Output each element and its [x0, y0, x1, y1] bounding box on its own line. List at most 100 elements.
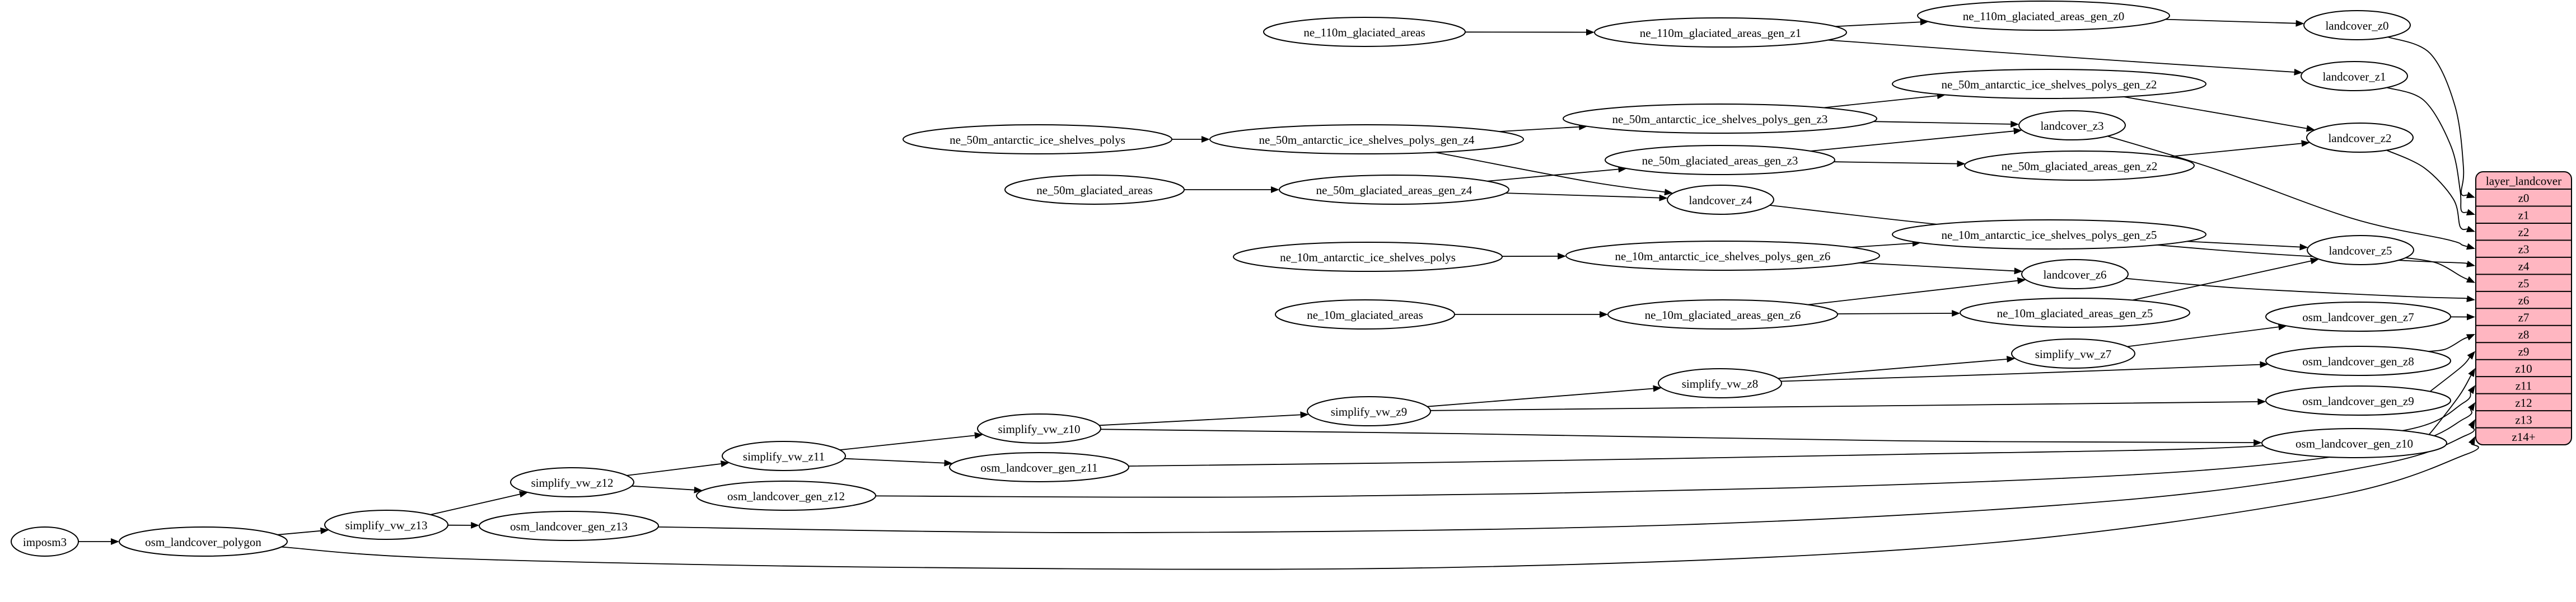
edge-simplify_vw_z10-to-osm_landcover_gen_z10-arrowhead [2254, 439, 2262, 446]
table-row-z14plus: z14+ [2512, 430, 2535, 444]
edge-osm_landcover_gen_z12-to-row-z12 [875, 408, 2472, 498]
edge-simplify_vw_z13-to-osm_landcover_gen_z13-arrowhead [471, 521, 480, 529]
edge-simplify_vw_z12-to-simplify_vw_z11-arrowhead [721, 460, 730, 467]
table-row-z12: z12 [2515, 396, 2532, 410]
table-row-z1: z1 [2518, 209, 2530, 222]
edge-ne_50m_antarctic_ice_shelves_polys_gen_z4-to-landcover_z4-arrowhead [1664, 189, 1673, 196]
edge-ne_50m_antarctic_ice_shelves_polys_gen_z2-to-landcover_z2 [2123, 96, 2307, 129]
edge-landcover_z6-to-row-z6-arrowhead [2466, 295, 2475, 302]
node-osm_landcover_gen_z9: osm_landcover_gen_z9 [2265, 385, 2451, 416]
edge-ne_10m_antarctic_ice_shelves_polys_gen_z5-to-landcover_z5 [2187, 241, 2300, 248]
node-label-simplify_vw_z10: simplify_vw_z10 [998, 422, 1081, 436]
node-ellipse-simplify_vw_z10 [977, 413, 1101, 444]
edge-osm_landcover_gen_z11-to-row-z11 [1128, 392, 2471, 467]
node-ellipse-ne_110m_glaciated_areas_gen_z1 [1594, 17, 1847, 48]
edge-simplify_vw_z10-to-osm_landcover_gen_z10 [1100, 429, 2254, 443]
edge-simplify_vw_z10-to-simplify_vw_z9 [1099, 414, 1301, 426]
node-landcover_z2: landcover_z2 [2306, 123, 2414, 153]
edge-ne_110m_glaciated_areas_gen_z1-to-landcover_z1-arrowhead [2294, 68, 2303, 76]
node-ellipse-ne_10m_glaciated_areas_gen_z6 [1607, 299, 1838, 330]
edge-osm_landcover_polygon-to-simplify_vw_z13 [277, 530, 321, 535]
node-ne_10m_glaciated_areas: ne_10m_glaciated_areas [1275, 299, 1455, 330]
edges-layer [78, 18, 2479, 570]
edge-ne_10m_antarctic_ice_shelves_polys_gen_z6-to-landcover_z6-arrowhead [2014, 267, 2023, 275]
node-label-osm_landcover_gen_z9: osm_landcover_gen_z9 [2302, 394, 2414, 408]
node-ellipse-osm_landcover_gen_z8 [2265, 346, 2451, 376]
edge-ne_110m_glaciated_areas_gen_z1-to-ne_110m_glaciated_areas_gen_z0-arrowhead [1920, 18, 1929, 26]
node-label-simplify_vw_z13: simplify_vw_z13 [345, 519, 428, 532]
edge-ne_10m_glaciated_areas_gen_z6-to-ne_10m_glaciated_areas_gen_z5-arrowhead [1952, 310, 1961, 317]
node-label-osm_landcover_gen_z7: osm_landcover_gen_z7 [2302, 311, 2414, 324]
node-osm_landcover_polygon: osm_landcover_polygon [119, 526, 288, 557]
node-ellipse-landcover_z2 [2306, 123, 2414, 153]
node-osm_landcover_gen_z11: osm_landcover_gen_z11 [949, 452, 1129, 482]
node-label-osm_landcover_gen_z8: osm_landcover_gen_z8 [2302, 355, 2414, 368]
node-landcover_z0: landcover_z0 [2303, 10, 2411, 40]
node-label-imposm3: imposm3 [23, 535, 67, 549]
edge-osm_landcover_polygon-to-simplify_vw_z13-arrowhead [320, 527, 329, 534]
node-simplify_vw_z10: simplify_vw_z10 [977, 413, 1101, 444]
node-ellipse-landcover_z0 [2303, 10, 2411, 40]
node-ellipse-ne_50m_antarctic_ice_shelves_polys_gen_z3 [1563, 104, 1877, 134]
node-simplify_vw_z9: simplify_vw_z9 [1307, 396, 1431, 426]
node-label-osm_landcover_gen_z10: osm_landcover_gen_z10 [2296, 437, 2413, 450]
edge-ne_10m_glaciated_areas_gen_z5-to-landcover_z5 [2132, 260, 2311, 301]
node-ellipse-ne_50m_glaciated_areas_gen_z3 [1605, 145, 1835, 175]
table-row-z2: z2 [2518, 225, 2530, 239]
node-osm_landcover_gen_z7: osm_landcover_gen_z7 [2265, 302, 2451, 332]
edge-osm_landcover_polygon-to-row-z14plus-arrowhead [2468, 436, 2475, 445]
node-ne_50m_antarctic_ice_shelves_polys_gen_z3: ne_50m_antarctic_ice_shelves_polys_gen_z… [1563, 104, 1877, 134]
node-label-landcover_z3: landcover_z3 [2040, 119, 2103, 133]
node-label-ne_10m_antarctic_ice_shelves_polys: ne_10m_antarctic_ice_shelves_polys [1280, 251, 1456, 264]
edge-simplify_vw_z9-to-osm_landcover_gen_z9 [1430, 401, 2258, 411]
node-ellipse-landcover_z1 [2301, 61, 2408, 91]
node-ellipse-ne_50m_antarctic_ice_shelves_polys_gen_z2 [1892, 69, 2206, 99]
edge-osm_landcover_polygon-to-row-z14plus [281, 443, 2479, 570]
node-simplify_vw_z11: simplify_vw_z11 [722, 441, 846, 471]
table-row-z7: z7 [2518, 311, 2530, 324]
edge-simplify_vw_z9-to-osm_landcover_gen_z9-arrowhead [2257, 398, 2266, 405]
node-label-ne_50m_antarctic_ice_shelves_polys_gen_z3: ne_50m_antarctic_ice_shelves_polys_gen_z… [1612, 112, 1828, 126]
node-label-ne_50m_glaciated_areas: ne_50m_glaciated_areas [1036, 184, 1153, 197]
edge-simplify_vw_z8-to-osm_landcover_gen_z8-arrowhead [2260, 361, 2269, 368]
edge-ne_50m_antarctic_ice_shelves_polys_gen_z4-to-ne_50m_antarctic_ice_shelves_polys_gen_z3 [1499, 126, 1579, 132]
node-ellipse-simplify_vw_z12 [510, 467, 634, 497]
node-simplify_vw_z7: simplify_vw_z7 [2011, 338, 2135, 369]
node-landcover_z4: landcover_z4 [1667, 185, 1774, 215]
edge-ne_50m_antarctic_ice_shelves_polys_gen_z3-to-landcover_z3-arrowhead [2011, 120, 2019, 128]
edge-osm_landcover_gen_z8-to-row-z8-arrowhead [2466, 334, 2475, 341]
edge-ne_50m_glaciated_areas_gen_z4-to-landcover_z4 [1506, 192, 1659, 199]
node-ellipse-osm_landcover_gen_z11 [949, 452, 1129, 482]
node-label-landcover_z2: landcover_z2 [2328, 131, 2391, 145]
node-landcover_z1: landcover_z1 [2301, 61, 2408, 91]
edge-simplify_vw_z11-to-osm_landcover_gen_z11 [844, 458, 945, 464]
edge-osm_landcover_gen_z13-to-row-z13-arrowhead [2468, 419, 2475, 429]
edge-landcover_z5-to-row-z5-arrowhead [2466, 276, 2475, 283]
node-ne_10m_antarctic_ice_shelves_polys_gen_z5: ne_10m_antarctic_ice_shelves_polys_gen_z… [1892, 219, 2206, 250]
node-osm_landcover_gen_z10: osm_landcover_gen_z10 [2261, 428, 2447, 458]
node-label-landcover_z6: landcover_z6 [2043, 268, 2106, 281]
node-ellipse-osm_landcover_gen_z7 [2265, 302, 2451, 332]
node-ellipse-landcover_z6 [2021, 259, 2129, 289]
edge-ne_10m_glaciated_areas-to-ne_10m_glaciated_areas_gen_z6-arrowhead [1600, 311, 1608, 318]
node-label-osm_landcover_gen_z11: osm_landcover_gen_z11 [980, 461, 1097, 474]
node-label-osm_landcover_polygon: osm_landcover_polygon [145, 535, 261, 549]
edge-simplify_vw_z10-to-simplify_vw_z9-arrowhead [1300, 411, 1309, 418]
edge-osm_landcover_gen_z7-to-row-z7-arrowhead [2467, 313, 2475, 321]
table-row-z13: z13 [2515, 413, 2532, 426]
edge-simplify_vw_z12-to-osm_landcover_gen_z12 [632, 485, 694, 491]
node-ellipse-ne_110m_glaciated_areas [1263, 17, 1466, 47]
node-ellipse-ne_110m_glaciated_areas_gen_z0 [1917, 1, 2170, 31]
node-ellipse-ne_10m_glaciated_areas [1275, 299, 1455, 330]
node-ellipse-ne_50m_glaciated_areas_gen_z2 [1964, 150, 2195, 181]
node-label-simplify_vw_z9: simplify_vw_z9 [1331, 405, 1408, 418]
node-label-osm_landcover_gen_z12: osm_landcover_gen_z12 [727, 490, 845, 503]
node-label-ne_50m_antarctic_ice_shelves_polys_gen_z4: ne_50m_antarctic_ice_shelves_polys_gen_z… [1259, 133, 1475, 147]
edge-simplify_vw_z7-to-osm_landcover_gen_z7 [2127, 326, 2279, 347]
node-label-simplify_vw_z11: simplify_vw_z11 [743, 450, 825, 463]
edge-landcover_z2-to-row-z2 [2386, 149, 2468, 231]
node-ne_110m_glaciated_areas_gen_z1: ne_110m_glaciated_areas_gen_z1 [1594, 17, 1847, 48]
node-ne_50m_glaciated_areas_gen_z3: ne_50m_glaciated_areas_gen_z3 [1605, 145, 1835, 175]
edge-simplify_vw_z7-to-osm_landcover_gen_z7-arrowhead [2278, 323, 2287, 331]
